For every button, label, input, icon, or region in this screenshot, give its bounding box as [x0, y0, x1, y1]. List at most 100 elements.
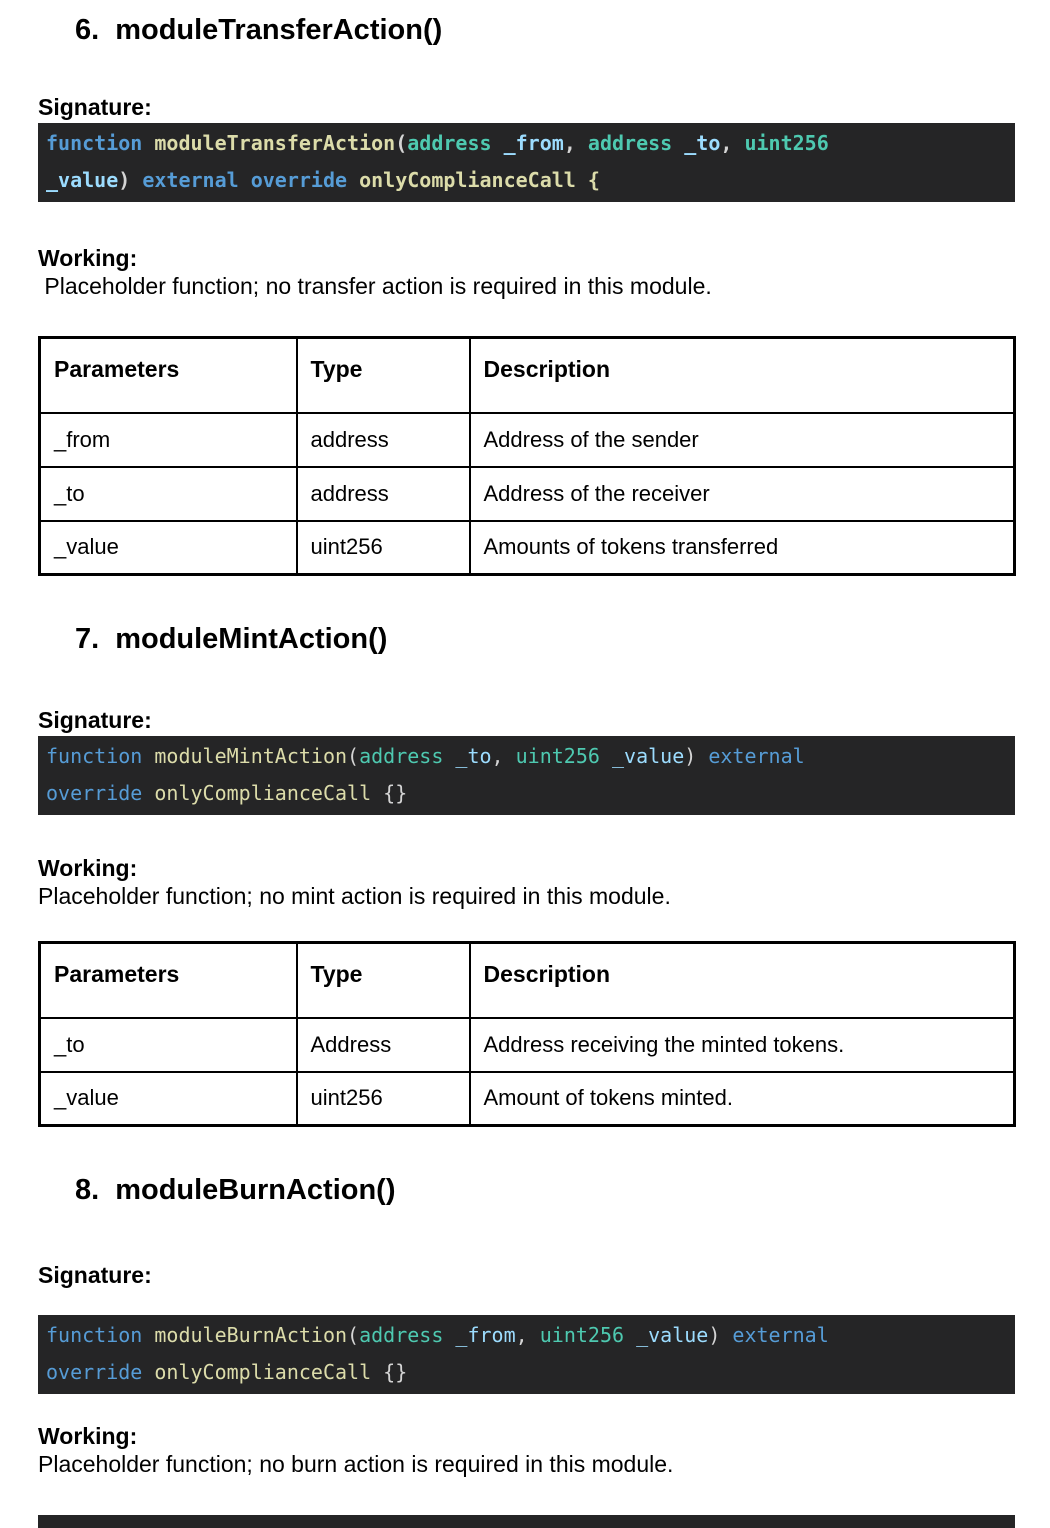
code-token: _from: [503, 131, 564, 155]
table-cell: Amount of tokens minted.: [468, 1070, 1016, 1127]
working-label: Working:: [38, 1423, 138, 1449]
code-token: [600, 744, 612, 768]
code-token: _from: [455, 1323, 516, 1347]
code-token: ,: [563, 131, 588, 155]
code-token: ,: [515, 1323, 540, 1347]
code-token: _to: [684, 131, 721, 155]
table-cell: address: [295, 465, 471, 522]
section-heading: 8.moduleBurnAction(): [75, 1173, 1015, 1207]
code-token: external: [708, 744, 805, 768]
working-label: Working:: [38, 855, 138, 881]
code-token: _value: [636, 1323, 709, 1347]
code-token: [492, 131, 504, 155]
code-token: ): [684, 744, 709, 768]
section-number: 6.: [75, 14, 100, 46]
table-header-cell: Parameters: [38, 336, 298, 414]
code-token: (: [347, 1323, 360, 1347]
working-text: Placeholder function; no burn action is …: [38, 1451, 674, 1477]
code-token: override: [46, 1360, 155, 1384]
code-line: override onlyComplianceCall {}: [46, 1354, 1011, 1391]
function-doc-section: 7.moduleMintAction() Signature: function…: [38, 622, 1016, 1127]
code-token: moduleMintAction: [154, 744, 348, 768]
code-line: function moduleBurnAction(address _from,…: [46, 1317, 1011, 1354]
code-token: uint256: [515, 744, 600, 768]
code-token: address: [359, 1323, 444, 1347]
section-heading: 6. moduleTransferAction(): [75, 13, 1015, 47]
code-token: address: [359, 744, 444, 768]
code-line: _value) external override onlyCompliance…: [46, 162, 1011, 199]
code-token: (: [395, 131, 408, 155]
table-cell: _to: [38, 1016, 298, 1073]
table-cell: _to: [38, 465, 298, 522]
table-cell: Amounts of tokens transferred: [468, 519, 1016, 576]
table-cell: address: [295, 411, 471, 468]
code-token: (: [347, 744, 360, 768]
code-token: moduleBurnAction: [154, 1323, 348, 1347]
working-text: Placeholder function; no transfer action…: [38, 273, 712, 299]
code-token: [443, 744, 455, 768]
code-token: ): [118, 168, 143, 192]
section-number: 8.: [75, 1174, 100, 1206]
section-title: moduleTransferAction(): [115, 14, 443, 46]
code-token: address: [407, 131, 492, 155]
table-header-cell: Parameters: [38, 941, 298, 1019]
table-header-cell: Description: [468, 336, 1016, 414]
table-cell: uint256: [295, 519, 471, 576]
code-token: ): [708, 1323, 733, 1347]
code-block: function moduleMintAction(address _to, u…: [38, 736, 1015, 815]
code-token: [672, 131, 684, 155]
table-cell: Address of the sender: [468, 411, 1016, 468]
table-header-cell: Description: [468, 941, 1016, 1019]
code-token: function: [46, 131, 155, 155]
code-token: function: [46, 1323, 155, 1347]
code-token: address: [587, 131, 673, 155]
code-line: function moduleMintAction(address _to, u…: [46, 738, 1011, 775]
table-cell: _value: [38, 519, 298, 576]
code-line: function moduleTransferAction(address _f…: [46, 125, 1011, 162]
code-token: _value: [611, 744, 685, 768]
table-cell: _from: [38, 411, 298, 468]
function-doc-section: 8.moduleBurnAction() Signature: function…: [38, 1173, 1015, 1478]
signature-label: Signature:: [38, 1262, 152, 1288]
code-token: external: [732, 1323, 829, 1347]
code-token: onlyComplianceCall: [154, 781, 384, 805]
code-line: override onlyComplianceCall {}: [46, 775, 1011, 812]
table-cell: _value: [38, 1070, 298, 1127]
code-block: function moduleBurnAction(address _from,…: [38, 1315, 1015, 1394]
table-cell: Address receiving the minted tokens.: [468, 1016, 1016, 1073]
table-cell: Address: [295, 1016, 471, 1073]
table-cell: Address of the receiver: [468, 465, 1016, 522]
signature-label: Signature:: [38, 707, 152, 733]
function-doc-section: 6. moduleTransferAction() Signature: func…: [38, 13, 1016, 576]
code-token: ,: [491, 744, 516, 768]
code-token: _to: [455, 744, 492, 768]
table-header-cell: Type: [295, 336, 471, 414]
section-number: 7.: [75, 623, 100, 655]
code-token: ,: [720, 131, 745, 155]
working-text: Placeholder function; no mint action is …: [38, 883, 671, 909]
section-heading: 7.moduleMintAction(): [75, 622, 1015, 656]
table-header-cell: Type: [295, 941, 471, 1019]
signature-label: Signature:: [38, 94, 152, 120]
table-cell: uint256: [295, 1070, 471, 1127]
code-token: {}: [383, 1360, 408, 1384]
code-token: override: [46, 781, 155, 805]
code-token: onlyComplianceCall: [359, 168, 588, 192]
code-token: [624, 1323, 636, 1347]
working-label: Working:: [38, 245, 138, 271]
code-token: function: [46, 744, 155, 768]
code-token: _value: [46, 168, 119, 192]
code-token: uint256: [539, 1323, 625, 1347]
code-block: function moduleTransferAction(address _f…: [38, 123, 1015, 202]
code-token: onlyComplianceCall: [154, 1360, 384, 1384]
code-token: [443, 1323, 455, 1347]
